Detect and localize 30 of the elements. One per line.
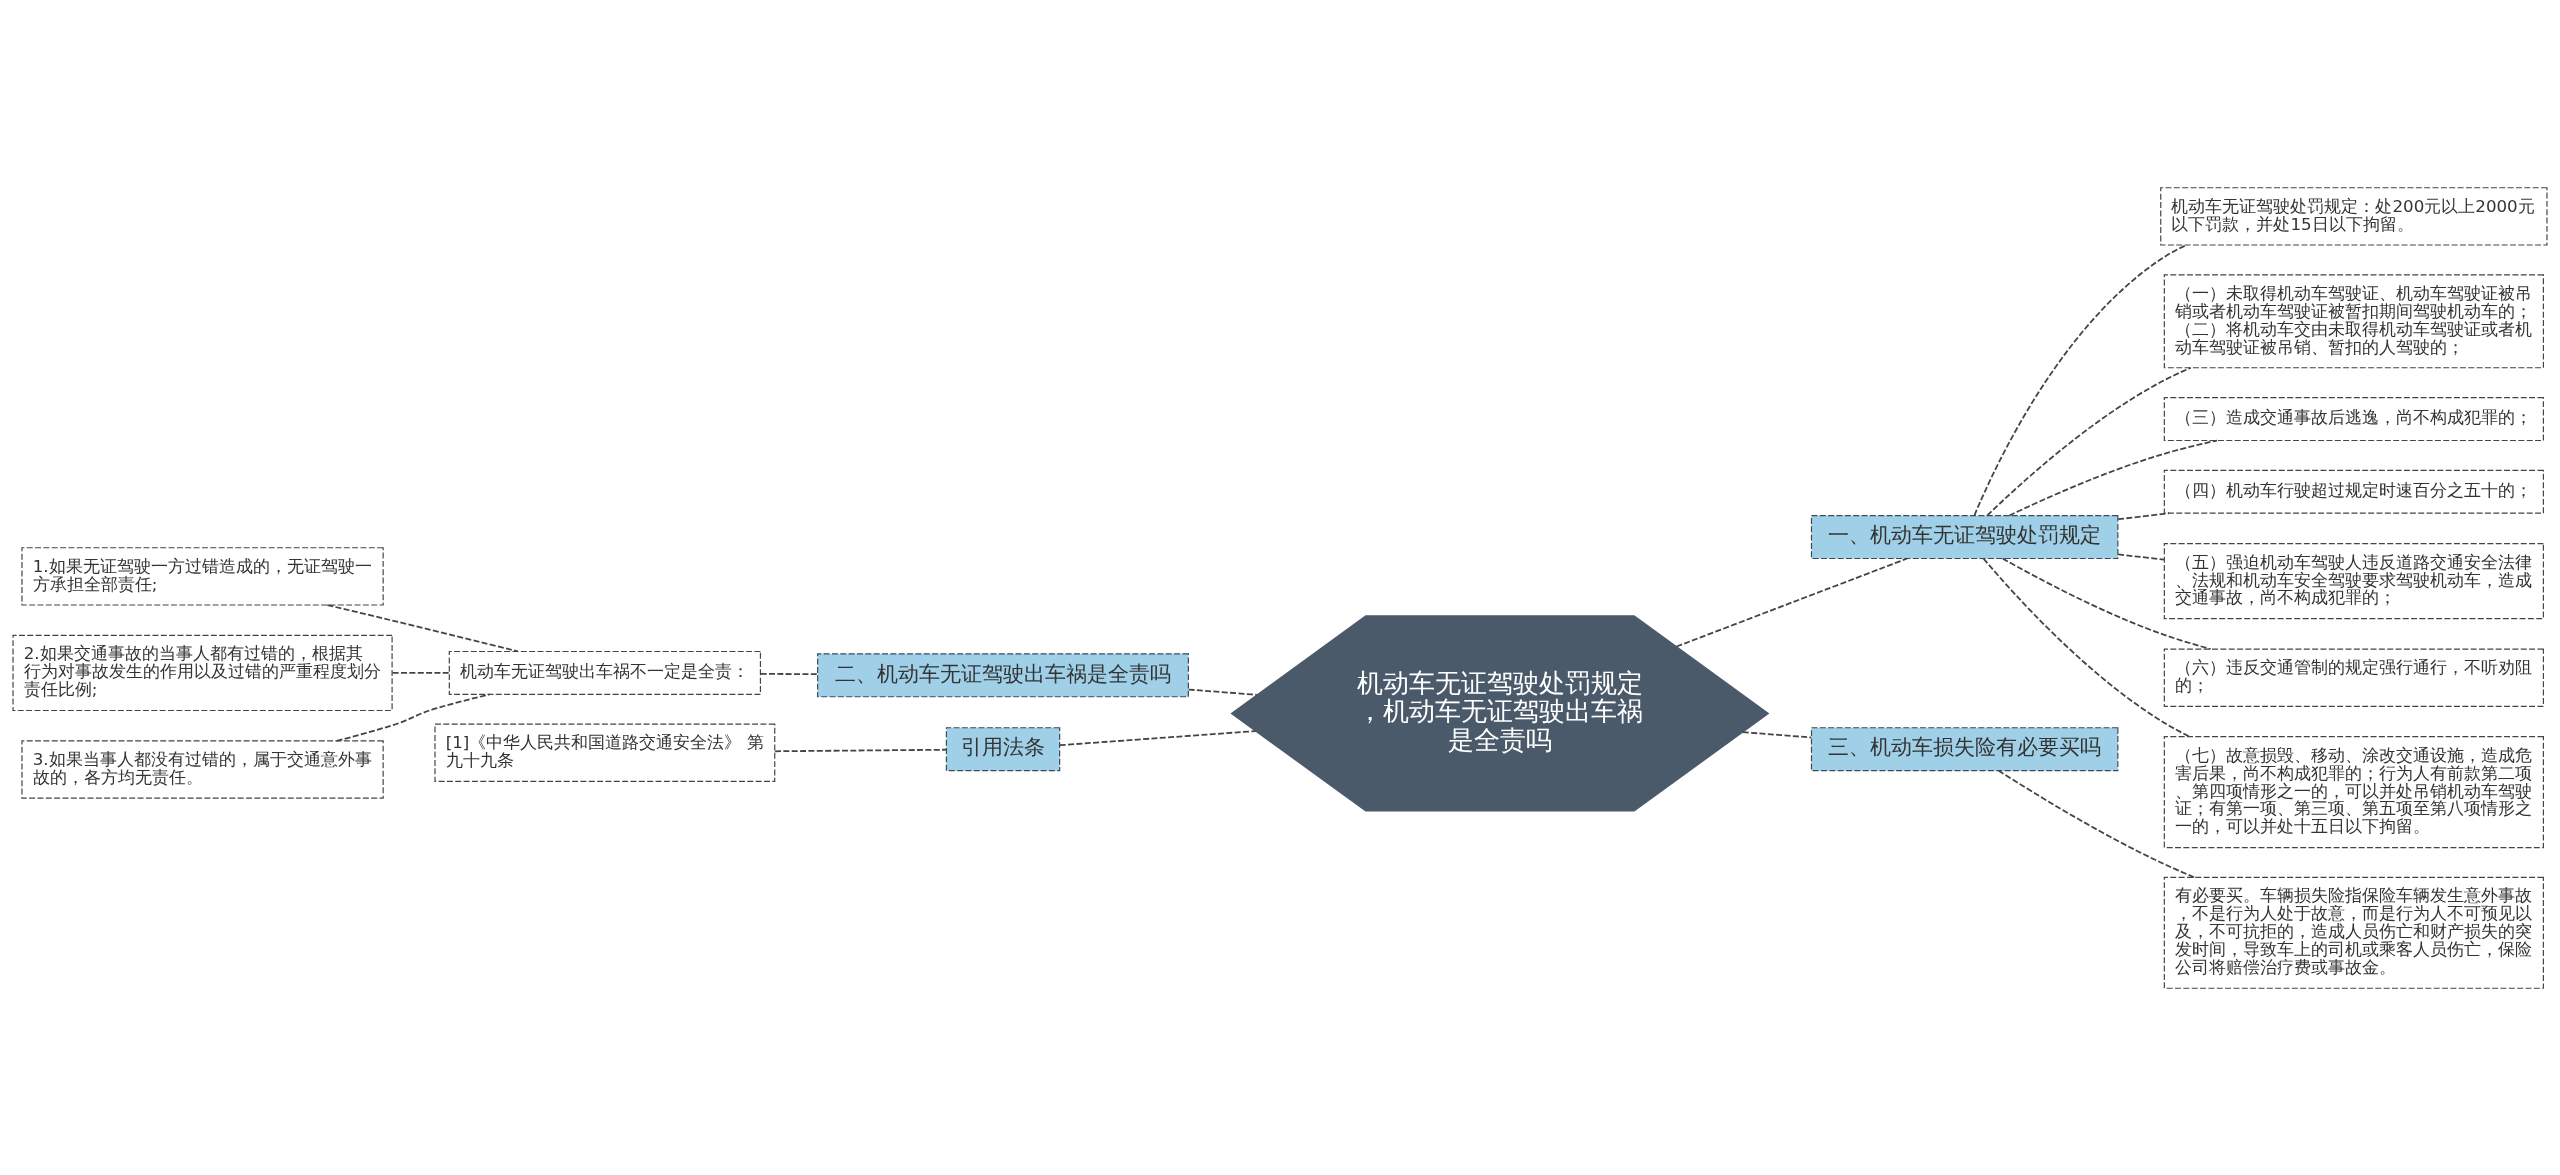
connector: [774, 748, 948, 752]
node-box: 引用法条: [945, 726, 1061, 771]
connector: [2117, 511, 2171, 520]
node-box: （四）机动车行驶超过规定时速百分之五十的；: [2163, 469, 2544, 514]
node-box: （一）未取得机动车驾驶证、机动车驾驶证被吊销或者机动车驾驶证被暂扣期间驾驶机动车的；（二）将机动车交由未取得机动车驾驶证或者机动车驾驶证被吊销、暂扣的人驾驶的；: [2163, 273, 2544, 368]
connector: [391, 671, 450, 674]
node-box: 三、机动车损失险有必要买吗: [1810, 726, 2119, 771]
node-box: （七）故意损毁、移动、涂改交通设施，造成危害后果，尚不构成犯罪的；行为人有前款第二项、第四项情形之一的，可以并处吊销机动车驾驶证；有第一项、第三项、第五项至第八项情形之一的，可以并处十五日以下拘留。: [2163, 735, 2544, 848]
connector: [1741, 730, 1813, 738]
node-box: [1]《中华人民共和国道路交通安全法》 第九十九条: [434, 723, 776, 782]
node-box: 机动车无证驾驶出车祸不一定是全责：: [448, 650, 762, 695]
node-box: （三）造成交通事故后逃逸，尚不构成犯罪的；: [2163, 396, 2544, 441]
connector: [759, 672, 819, 675]
node-box: （六）违反交通管制的规定强行通行，不听劝阻的；: [2163, 648, 2544, 707]
connector: [1675, 557, 1909, 647]
node-box: （五）强迫机动车驾驶人违反道路交通安全法律、法规和机动车安全驾驶要求驾驶机动车，造成交通事故，尚不构成犯罪的；: [2163, 542, 2544, 619]
node-box: 有必要买。车辆损失险指保险车辆发生意外事故，不是行为人处于故意，而是行为人不可预见以及，不可抗拒的，造成人员伤亡和财产损失的突发时间，导致车上的司机或乘客人员伤亡，保险公司将赔偿治疗费或事故金。: [2163, 876, 2544, 989]
node-box: 二、机动车无证驾驶出车祸是全责吗: [817, 652, 1189, 697]
connector: [1187, 688, 1258, 696]
node-box: 一、机动车无证驾驶处罚规定: [1810, 514, 2119, 559]
connector: [1059, 729, 1257, 746]
connector: [2117, 553, 2166, 561]
connector: [1973, 243, 2188, 516]
connector: [1997, 769, 2196, 878]
node-box: 2.如果交通事故的当事人都有过错的，根据其行为对事故发生的作用以及过错的严重程度划分责任比例;: [12, 634, 393, 711]
connector: [326, 603, 519, 652]
node-box: 3.如果当事人都没有过错的，属于交通意外事故的，各方均无责任。: [21, 739, 384, 799]
connector: [1982, 557, 2191, 737]
node-box: 1.如果无证驾驶一方过错造成的，无证驾驶一方承担全部责任;: [21, 546, 384, 606]
node-box: 机动车无证驾驶处罚规定：处200元以上2000元以下罚款，并处15日以下拘留。: [2160, 186, 2548, 246]
